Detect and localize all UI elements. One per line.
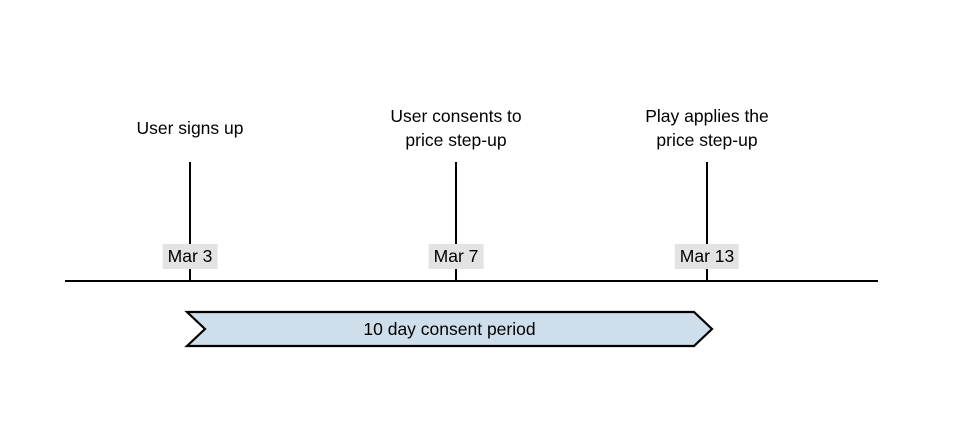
event-tick-line [455,162,457,281]
event-tick-line [189,162,191,281]
event-caption: User consents to price step-up [326,104,586,152]
arrow-banner-shape [187,312,712,346]
event-caption-line: User signs up [136,118,244,138]
event-caption-line: price step-up [405,130,507,150]
arrow-banner-polygon [187,312,712,346]
event-caption: Play applies the price step-up [577,104,837,152]
event-caption-line: Play applies the [645,106,769,126]
event-caption: User signs up [60,116,320,140]
event-date-label: Mar 7 [428,244,484,269]
timeline-axis [65,280,878,282]
consent-period-banner: 10 day consent period [187,312,712,346]
event-tick-line [706,162,708,281]
event-caption-line: price step-up [656,130,758,150]
event-caption-line: User consents to [390,106,522,126]
event-date-label: Mar 3 [162,244,218,269]
event-date-label: Mar 13 [674,244,740,269]
